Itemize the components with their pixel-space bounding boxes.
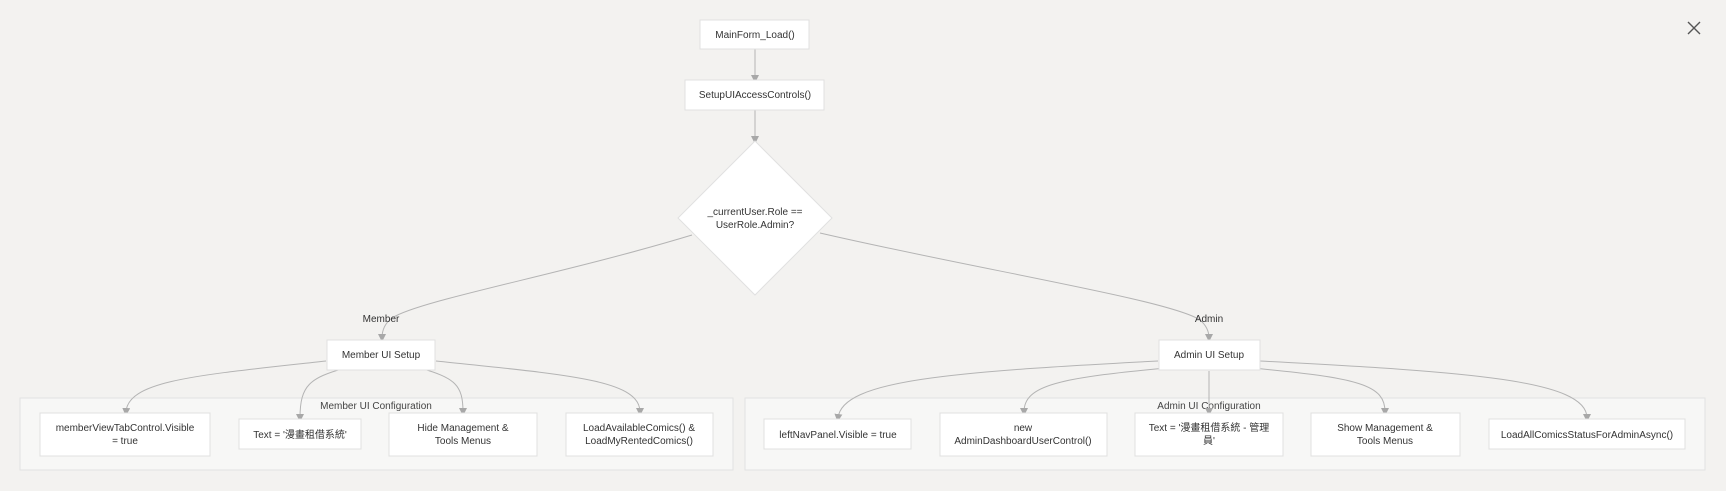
label-member-text: Text = '漫畫租借系統': [253, 428, 347, 441]
edge-decision-member: [378, 234, 693, 342]
edge-admin-a1: [834, 360, 1159, 422]
node-label-line: Tools Menus: [435, 436, 491, 447]
edge-member-m2: [296, 367, 346, 422]
label-setup-ui-access-controls: SetupUIAccessControls(): [699, 90, 811, 101]
group-member-label: Member UI Configuration: [320, 401, 432, 412]
label-member-tab-visible: memberViewTabControl.Visible = true: [56, 423, 195, 447]
label-admin-text: Text = '漫畫租借系統 - 管理員': [1149, 421, 1270, 447]
node-member-tab-visible[interactable]: [39, 412, 211, 457]
node-admin-text[interactable]: [1134, 412, 1284, 457]
edge-label-admin: Admin: [1195, 314, 1223, 325]
node-show-menus[interactable]: [1310, 412, 1461, 457]
edge-label-member: Member: [363, 314, 400, 325]
label-left-nav-visible: leftNavPanel.Visible = true: [779, 430, 897, 441]
node-label-line: _currentUser.Role ==: [706, 207, 802, 218]
node-label-line: MainForm_Load(): [715, 30, 794, 41]
node-label-line: Show Management &: [1337, 423, 1433, 434]
node-label-line: = true: [112, 436, 138, 447]
label-admin-ui-setup: Admin UI Setup: [1174, 350, 1244, 361]
node-member-text[interactable]: [238, 418, 362, 450]
node-label-line: 員': [1203, 435, 1215, 447]
node-load-member-comics[interactable]: [565, 412, 714, 457]
node-label-line: Text = '漫畫租借系統 - 管理: [1149, 421, 1270, 434]
node-label-line: LoadAllComicsStatusForAdminAsync(): [1501, 430, 1673, 441]
node-hide-menus[interactable]: [388, 412, 538, 457]
label-mainform-load: MainForm_Load(): [715, 30, 794, 41]
node-label-line: new: [1014, 423, 1033, 434]
edge-decision-admin: [819, 232, 1213, 342]
label-hide-menus: Hide Management & Tools Menus: [417, 423, 508, 447]
label-load-member-comics: LoadAvailableComics() & LoadMyRentedComic…: [583, 423, 695, 447]
edge-admin-a2: [1020, 367, 1167, 416]
edge-admin-a4: [1251, 367, 1389, 416]
edge-admin-a5: [1259, 360, 1591, 422]
node-mainform-load[interactable]: [699, 19, 810, 50]
node-label-line: Tools Menus: [1357, 436, 1413, 447]
edge-member-m3: [419, 367, 467, 416]
node-label-line: LoadAvailableComics() &: [583, 423, 695, 434]
node-label-line: SetupUIAccessControls(): [699, 90, 811, 101]
label-member-ui-setup: Member UI Setup: [342, 350, 421, 361]
node-admin-dashboard[interactable]: [939, 412, 1108, 457]
node-label-line: leftNavPanel.Visible = true: [779, 430, 897, 441]
label-role-decision: _currentUser.Role == UserRole.Admin?: [706, 207, 802, 231]
label-show-menus: Show Management & Tools Menus: [1337, 423, 1433, 447]
node-label-line: UserRole.Admin?: [716, 220, 795, 231]
node-left-nav-visible[interactable]: [763, 418, 912, 450]
close-icon: [1687, 21, 1701, 35]
node-label-line: Admin UI Setup: [1174, 350, 1244, 361]
node-load-all-comics[interactable]: [1488, 418, 1686, 450]
node-setup-ui-access-controls[interactable]: [684, 79, 825, 111]
edges: [122, 49, 1591, 422]
label-load-all-comics: LoadAllComicsStatusForAdminAsync(): [1501, 430, 1673, 441]
node-label-line: memberViewTabControl.Visible: [56, 423, 195, 434]
close-button[interactable]: [1683, 17, 1705, 39]
node-label-line: LoadMyRentedComics(): [585, 436, 693, 447]
node-label-line: AdminDashboardUserControl(): [954, 436, 1091, 447]
node-admin-ui-setup[interactable]: [1158, 339, 1261, 371]
node-label-line: Member UI Setup: [342, 350, 421, 361]
node-label-line: Hide Management &: [417, 423, 508, 434]
edge-member-m4: [435, 360, 644, 416]
node-member-ui-setup[interactable]: [326, 339, 436, 371]
edge-member-m1: [122, 360, 327, 416]
node-role-decision[interactable]: [677, 140, 833, 296]
node-label-line: Text = '漫畫租借系統': [253, 428, 347, 441]
